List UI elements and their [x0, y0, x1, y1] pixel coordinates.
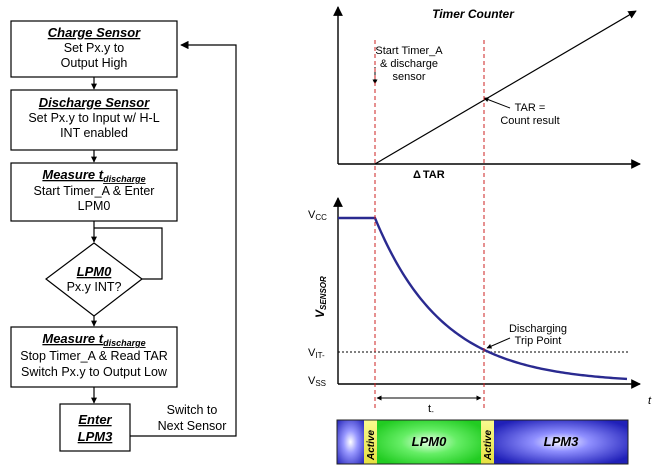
charge-sensor-box: Charge Sensor Set Px.y to Output High [10, 20, 178, 78]
vss-label: VSS [308, 375, 326, 388]
discharge-sensor-line2: INT enabled [60, 126, 128, 140]
mode-lpm0 [377, 420, 481, 464]
decision-question: Px.y INT? [67, 280, 122, 294]
vsensor-axis-label: VSENSOR [313, 276, 328, 318]
time-axis-label: t [648, 395, 652, 407]
trip-label-line2: Trip Point [515, 335, 562, 347]
tar-label-line1: TAR = [515, 102, 546, 114]
mode-lpm3-label: LPM3 [544, 434, 579, 449]
mode-active-2-label: Active [483, 430, 494, 461]
measure-start-box: Measure tdischarge Start Timer_A & Enter… [10, 162, 178, 222]
measure-stop-title: Measure tdischarge [42, 331, 145, 348]
discharge-sensor-line1: Set Px.y to Input w/ H-L [28, 111, 159, 125]
tar-label-arrow [483, 97, 511, 109]
start-label-line1: Start Timer_A [375, 45, 443, 57]
enter-lpm3-line2: LPM3 [78, 429, 113, 444]
charge-sensor-line2: Output High [61, 56, 128, 70]
start-label-line3: sensor [392, 71, 425, 83]
vcc-label: VCC [308, 209, 327, 222]
charge-sensor-title: Charge Sensor [48, 25, 141, 40]
measure-stop-box: Measure tdischarge Stop Timer_A & Read T… [10, 326, 178, 388]
enter-lpm3-box: Enter LPM3 [59, 403, 131, 452]
vit-label: VIT- [308, 347, 325, 360]
return-to-charge-arrow [130, 40, 237, 437]
enter-lpm3-line1: Enter [78, 412, 112, 427]
timer-ramp-line [374, 10, 637, 165]
measure-start-line2: LPM0 [78, 199, 111, 213]
decision-diamond: LPM0 Px.y INT? [45, 242, 143, 317]
mode-lpm0-label: LPM0 [412, 434, 447, 449]
mode-lpm3 [494, 420, 628, 464]
trip-label-arrow [486, 337, 511, 349]
measure-stop-line1: Stop Timer_A & Read TAR [20, 349, 168, 363]
mode-active-1 [364, 420, 377, 464]
switch-label-line2: Next Sensor [158, 419, 227, 433]
tar-label-line2: Count result [500, 115, 559, 127]
discharge-curve [338, 216, 628, 381]
mode-active-2 [481, 420, 494, 464]
t-interval-label: t- [428, 403, 434, 416]
switch-label-line1: Switch to [167, 403, 218, 417]
charge-sensor-line1: Set Px.y to [64, 41, 124, 55]
mode-lpm3-pre [337, 420, 364, 464]
discharge-sensor-title: Discharge Sensor [39, 95, 150, 110]
timer-title: Timer Counter [432, 7, 515, 21]
mode-bar: Active LPM0 Active LPM3 [336, 419, 629, 465]
decision-title: LPM0 [77, 264, 112, 279]
loop-back-line [94, 227, 163, 280]
trip-label-line1: Discharging [509, 323, 567, 335]
measure-start-line1: Start Timer_A & Enter [34, 184, 155, 198]
start-label-line2: & discharge [380, 58, 438, 70]
mode-active-1-label: Active [366, 430, 377, 461]
discharge-sensor-box: Discharge Sensor Set Px.y to Input w/ H-… [10, 89, 178, 151]
measure-stop-line2: Switch Px.y to Output Low [21, 365, 168, 379]
measure-start-title: Measure tdischarge [42, 167, 145, 184]
